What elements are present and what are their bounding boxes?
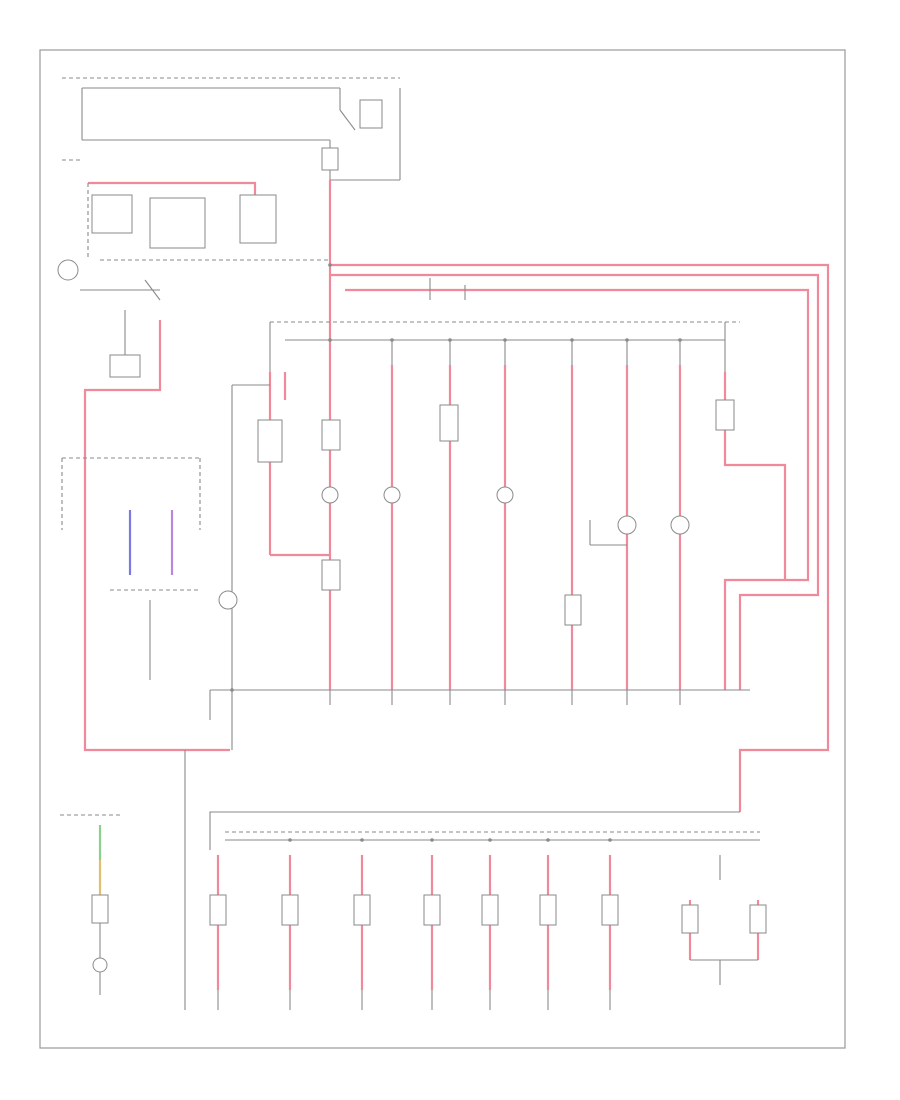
junction-dots [230, 263, 682, 842]
bottom-left-lamp [60, 814, 120, 995]
switch-box-icon [149, 197, 206, 249]
middle-components [257, 399, 735, 626]
left-module [57, 181, 330, 752]
diagram-frame [39, 49, 846, 1049]
dimmer-switch [61, 457, 201, 680]
connector-icon [109, 354, 141, 378]
module-box-icon [91, 194, 133, 234]
bottom-ground-stubs [217, 960, 721, 1010]
middle-ground-bus [184, 689, 750, 1010]
middle-branches [218, 340, 787, 750]
bottom-bus [209, 811, 760, 850]
fuse-box-icon [321, 147, 339, 171]
switch-box-icon-2 [239, 194, 277, 244]
bottom-branches [209, 855, 767, 990]
lamp-icon [57, 259, 79, 281]
relay-icon [359, 99, 383, 129]
main-feed-wires [328, 180, 830, 812]
top-fuse-block [62, 77, 401, 181]
